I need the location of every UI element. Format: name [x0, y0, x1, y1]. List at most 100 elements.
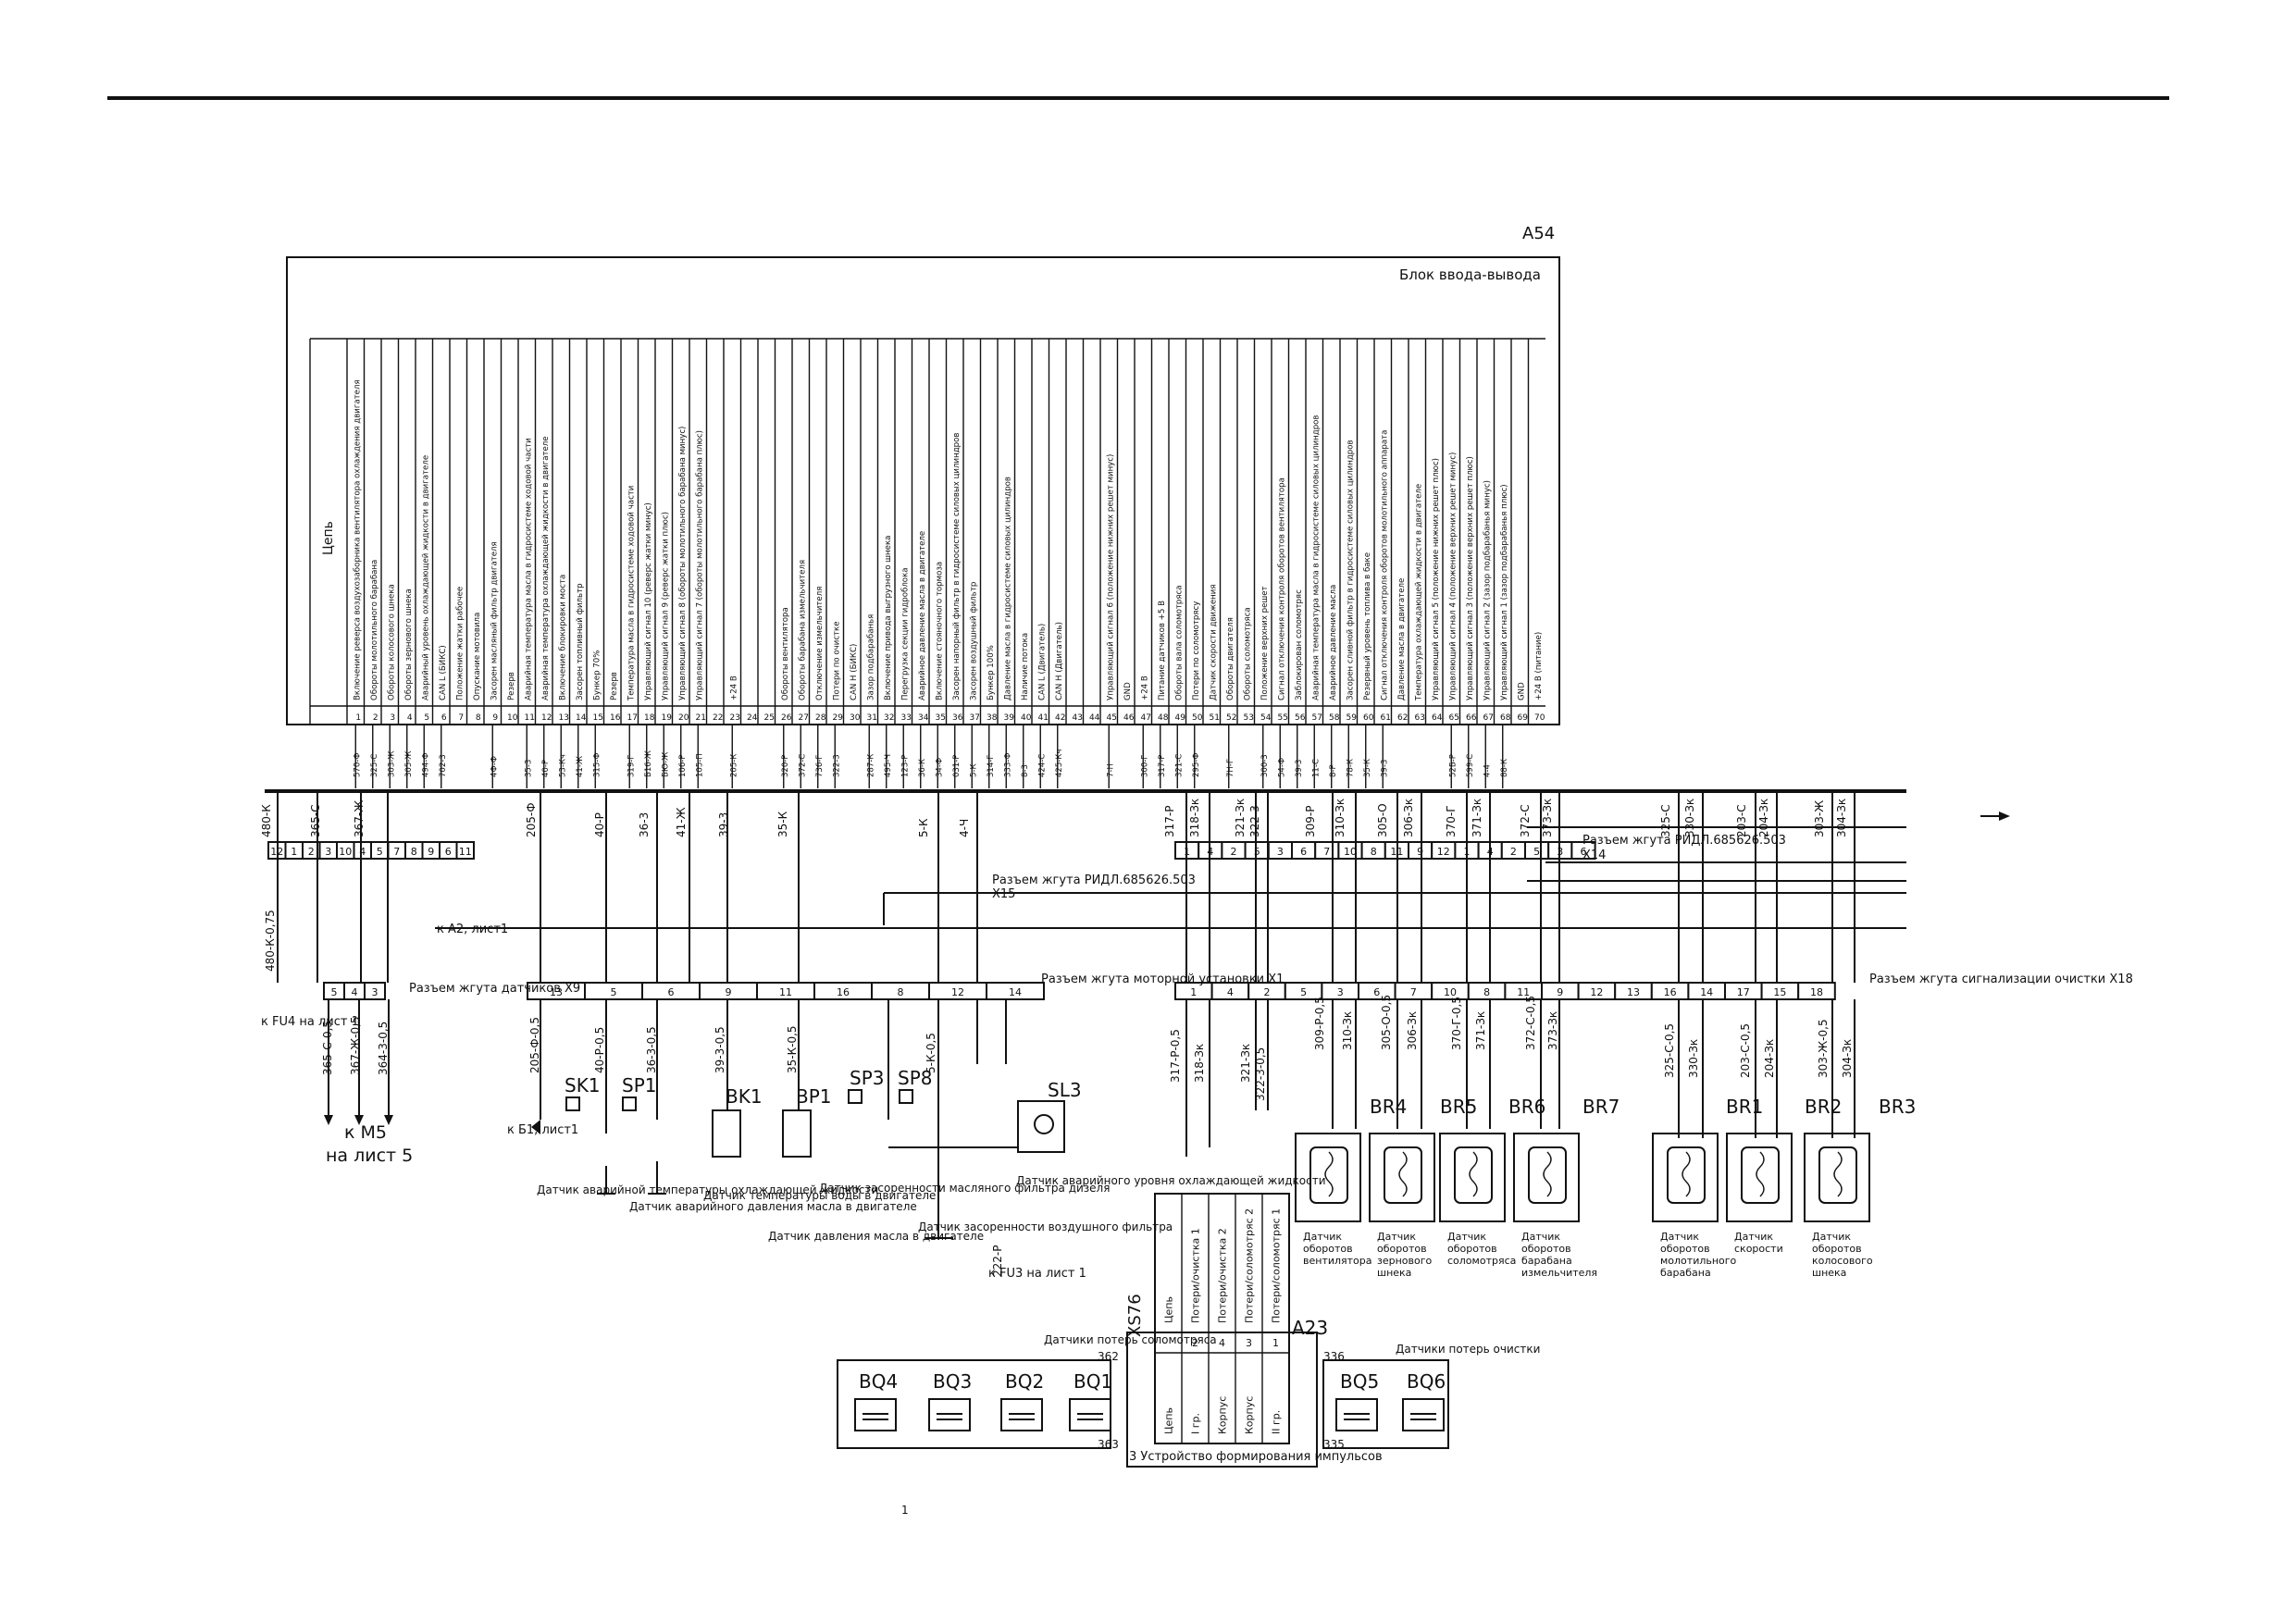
- pin-number: 57: [1312, 713, 1322, 723]
- signal-name: Засорен воздушный фильтр: [969, 582, 978, 700]
- sp3-desc: Датчик засоренности масляного фильтра ди…: [819, 1182, 1110, 1195]
- pin-number: 1: [355, 713, 361, 723]
- signal-name: CAN L (Двигатель): [1037, 624, 1047, 700]
- connector-pin-number: 8: [1483, 986, 1490, 998]
- bq-label: BQ4: [859, 1370, 898, 1393]
- wire-number: 317-Р: [1158, 755, 1167, 777]
- bq-right-frame: [1322, 1359, 1449, 1449]
- pin-number: 43: [1073, 713, 1083, 723]
- br-sensor-desc: Датчик: [1303, 1231, 1342, 1243]
- a23-unit: 3 Устройство формирования импульсов: [1129, 1450, 1383, 1464]
- pin-number: 50: [1192, 713, 1203, 723]
- wire-number: 8-Р: [1329, 764, 1338, 777]
- br-coil-icon: [1398, 1151, 1408, 1197]
- bus-wire-label: 305-О: [1376, 803, 1389, 837]
- pin-number: 18: [644, 713, 655, 723]
- pin-number: 31: [867, 713, 877, 723]
- wire-label: 205-Ф-0,5: [528, 1017, 541, 1073]
- connector-pin-number: 3: [325, 846, 331, 858]
- wire-number: 425-Кч: [1055, 750, 1064, 777]
- signal-name: Потери по очистке: [832, 621, 841, 700]
- xs76-bottom: I гр.: [1190, 1413, 1202, 1434]
- pin-number: 6: [441, 713, 447, 723]
- signal-name: Сигнал отключения контроля оборотов вент…: [1277, 477, 1286, 700]
- connector-pin-number: 9: [1417, 846, 1423, 858]
- connector-pin-number: 9: [428, 846, 434, 858]
- bus-wire-label: 480-К: [260, 804, 273, 837]
- wire-number: 333-Ф: [1003, 752, 1012, 777]
- page-number: 1: [901, 1504, 909, 1517]
- br-sensor-desc: шнека: [1377, 1267, 1411, 1279]
- bus-wire-label: 36-3: [638, 812, 651, 837]
- ref-fu4: к FU4 на лист 1: [261, 1015, 359, 1029]
- wire-number: 54-Ф: [1277, 758, 1286, 777]
- bq-group-title: Датчики потерь соломотряса: [1044, 1333, 1217, 1346]
- wire-number: 702-3: [439, 754, 448, 777]
- x14-ref: X14: [1582, 849, 1606, 862]
- pin-number: 58: [1329, 713, 1340, 723]
- pin-number: 24: [747, 713, 758, 723]
- pin-number: 46: [1123, 713, 1135, 723]
- wire-label: 305-О-0,5: [1380, 995, 1393, 1050]
- br-coil-icon: [1756, 1151, 1765, 1197]
- sp8-label: SP8: [898, 1067, 932, 1089]
- connector-pin-number: 7: [393, 846, 400, 858]
- bus-wire-label: 310-Зк: [1334, 799, 1347, 837]
- bus-wire-label: 330-Зк: [1683, 799, 1696, 837]
- x14-title: Разъем жгута РИДЛ.685626.503: [1582, 834, 1786, 848]
- pin-number: 44: [1089, 713, 1100, 723]
- wire-number: 52Б-Р: [1448, 754, 1458, 777]
- pin-number: 62: [1397, 713, 1408, 723]
- signal-name: Управляющий сигнал 9 (реверс жатки плюс): [661, 512, 670, 700]
- xs76-pin: 2: [1192, 1337, 1198, 1349]
- pin-number: 25: [764, 713, 775, 723]
- br-sensor-label: BR2: [1805, 1096, 1842, 1118]
- sp3-label: SP3: [850, 1067, 884, 1089]
- pin-number: 41: [1038, 713, 1049, 723]
- pin-number: 66: [1466, 713, 1477, 723]
- wire-number: 320-Р: [781, 755, 790, 777]
- wire-label: 365-С-0,5: [321, 1021, 334, 1075]
- wire-label: 222-Р: [991, 1245, 1004, 1277]
- br-coil: [1667, 1146, 1706, 1204]
- bus-wire-label: 309-Р: [1304, 806, 1317, 837]
- signal-name: CAN L (БИКС): [439, 645, 448, 700]
- signal-name: Потери по соломотрясу: [1192, 601, 1201, 700]
- signal-name: Датчик скорости движения: [1209, 585, 1218, 701]
- connector-pin-number: 8: [898, 986, 904, 998]
- br-sensor-desc: оборотов: [1521, 1243, 1571, 1255]
- bq-right-title: Датчики потерь очистки: [1396, 1343, 1540, 1356]
- wire-number: 287-К: [866, 754, 875, 777]
- wire-number: 300-Г: [1140, 755, 1149, 777]
- sp1-desc: Датчик аварийного давления масла в двига…: [629, 1200, 917, 1213]
- signal-name: Управляющий сигнал 1 (зазор подбарабанья…: [1500, 484, 1509, 700]
- signal-name: Питание датчиков +5 В: [1158, 601, 1167, 700]
- bus-wire-label: 204-Зк: [1757, 799, 1770, 837]
- wire-number: 39-3: [1295, 760, 1304, 777]
- br-sensor-desc: Датчик: [1447, 1231, 1486, 1243]
- pin-number: 26: [781, 713, 792, 723]
- signal-name: Управляющий сигнал 4 (положение верхних …: [1448, 452, 1458, 700]
- wire-number: 7Н-Г: [1226, 759, 1235, 777]
- wire-label: 367-Ж-0,5: [349, 1016, 362, 1075]
- xs76-header: Цепь: [1163, 1296, 1175, 1323]
- signal-name: GND: [1517, 682, 1526, 700]
- br-coil-icon: [1833, 1151, 1843, 1197]
- wire-number: 295-Ф: [1192, 752, 1201, 777]
- wire-label: 303-Ж-0,5: [1817, 1019, 1830, 1078]
- br-sensor-desc: измельчителя: [1521, 1267, 1597, 1279]
- pin-number: 54: [1260, 713, 1272, 723]
- signal-name: Включение привода выгрузного шнека: [884, 536, 893, 700]
- wire-label: 330-Зк: [1687, 1039, 1700, 1078]
- sensor-symbol: [565, 1096, 580, 1111]
- signal-name: Обороты колосового шнека: [387, 584, 396, 700]
- sp1-label: SP1: [622, 1074, 656, 1096]
- br-coil-icon: [1682, 1151, 1691, 1197]
- connector-pin: [1570, 841, 1596, 860]
- xs76-header: Потери/очистка 1: [1190, 1228, 1202, 1323]
- bus-wire-label: 367-Ж: [353, 800, 366, 837]
- table-header: Цепь: [321, 521, 336, 555]
- br-sensor-label: BR4: [1370, 1096, 1407, 1118]
